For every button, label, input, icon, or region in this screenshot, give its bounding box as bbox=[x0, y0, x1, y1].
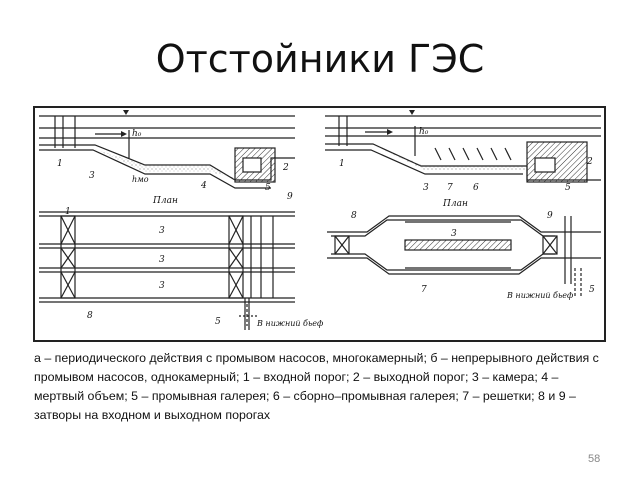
left-plan-view bbox=[39, 211, 295, 330]
left-num-5: 5 bbox=[265, 183, 271, 193]
left-tailwater-label: В нижний бьеф bbox=[256, 319, 323, 328]
left-longitudinal-section bbox=[39, 110, 295, 189]
figure-caption: а – периодического действия с промывом н… bbox=[34, 351, 599, 422]
settling-basin-figure: h₀ hмо 1 3 4 5 2 План bbox=[33, 106, 606, 342]
left-hmo-label: hмо bbox=[132, 175, 149, 184]
right-num-2: 2 bbox=[586, 157, 593, 167]
right-plan-num-8: 8 bbox=[351, 211, 357, 221]
right-plan-num-9: 9 bbox=[547, 211, 553, 221]
left-plan-label: План bbox=[152, 196, 178, 206]
left-plan-num-3b: 3 bbox=[159, 255, 165, 265]
left-plan-num-5: 5 bbox=[215, 317, 221, 327]
settling-basin-drawing: h₀ hмо 1 3 4 5 2 План bbox=[39, 110, 601, 330]
right-num-6: 6 bbox=[473, 183, 479, 193]
slide-title: Отстойники ГЭС bbox=[155, 37, 485, 81]
right-plan-view bbox=[327, 215, 601, 296]
left-plan-num-8: 8 bbox=[87, 311, 93, 321]
right-plan-num-7: 7 bbox=[421, 285, 427, 295]
right-num-5: 5 bbox=[565, 183, 571, 193]
right-longitudinal-section bbox=[325, 110, 601, 183]
left-num-3: 3 bbox=[89, 171, 95, 181]
left-plan-num-9: 9 bbox=[287, 192, 293, 202]
right-plan-label: План bbox=[442, 199, 468, 209]
left-plan-num-3a: 3 bbox=[159, 226, 165, 236]
left-num-1: 1 bbox=[57, 159, 63, 169]
right-num-1: 1 bbox=[339, 159, 345, 169]
left-plan-num-1: 1 bbox=[65, 207, 71, 217]
right-num-7: 7 bbox=[447, 183, 453, 193]
slide-number: 58 bbox=[588, 453, 601, 465]
left-h0-label: h₀ bbox=[132, 129, 142, 139]
right-plan-num-3: 3 bbox=[451, 229, 457, 239]
left-num-4: 4 bbox=[200, 181, 207, 191]
right-num-3: 3 bbox=[423, 183, 429, 193]
left-num-2: 2 bbox=[282, 163, 289, 173]
right-plan-num-5: 5 bbox=[589, 285, 595, 295]
right-tailwater-label: В нижний бьеф bbox=[506, 291, 573, 300]
left-plan-num-3c: 3 bbox=[159, 281, 165, 291]
right-h0-label: h₀ bbox=[419, 127, 429, 137]
